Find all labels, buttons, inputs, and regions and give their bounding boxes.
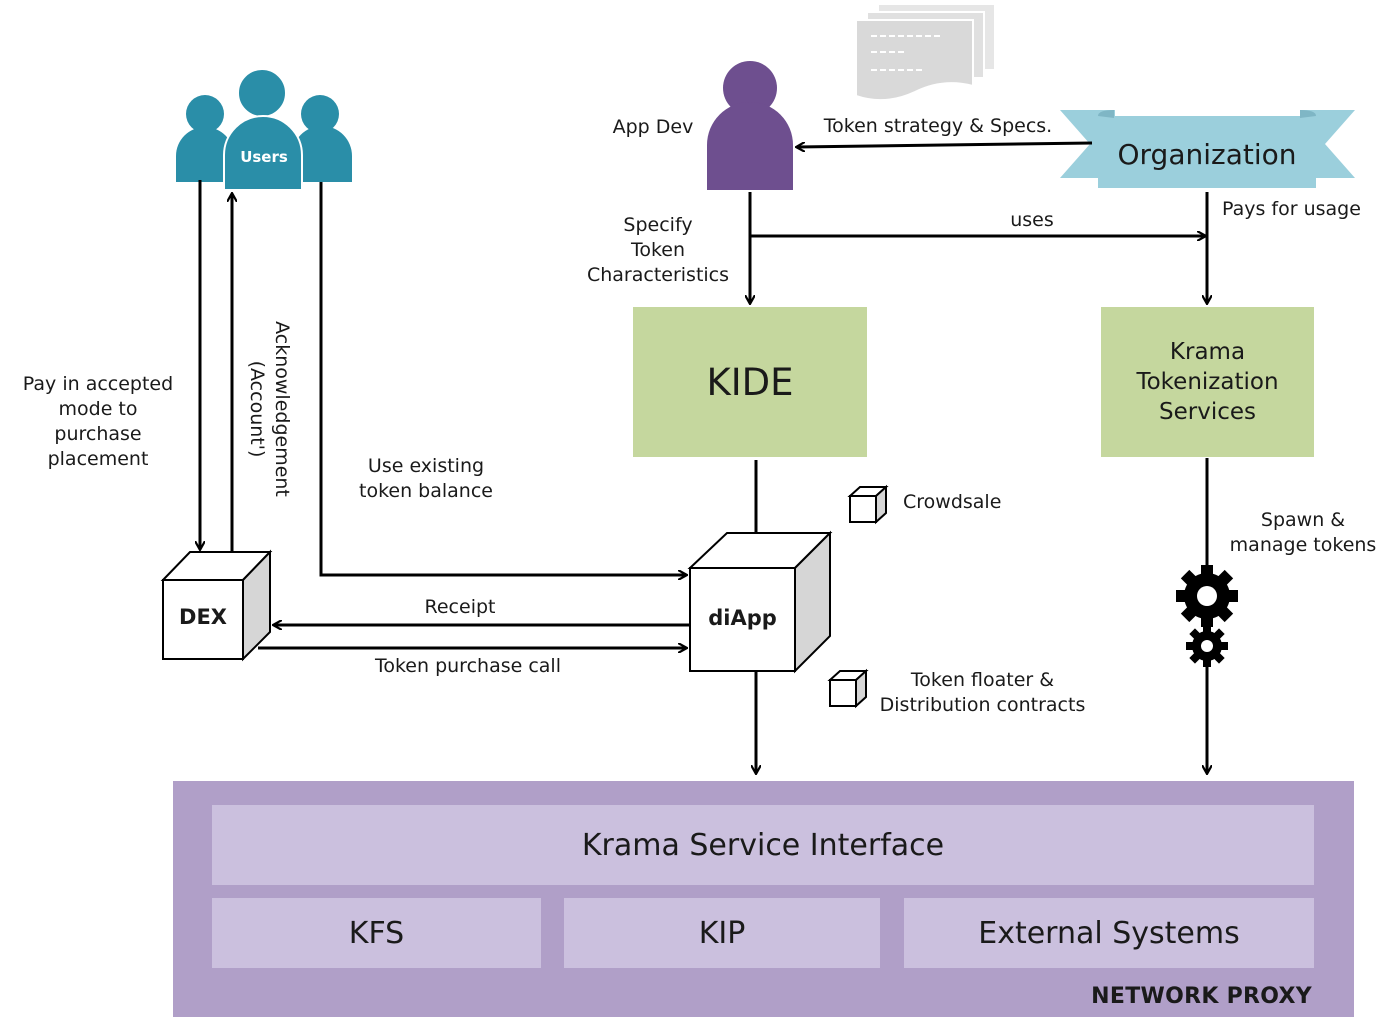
dex-cube (160, 549, 273, 662)
pays-for-usage-label: Pays for usage (1222, 198, 1361, 220)
connectors (200, 141, 1207, 773)
receipt-label: Receipt (424, 596, 496, 618)
users-icon (176, 68, 352, 191)
kts-label-line2: Tokenization (1136, 369, 1279, 395)
krama-service-interface-box: Krama Service Interface (212, 805, 1314, 885)
kfs-box: KFS (212, 898, 541, 968)
token-floater-label: Token floater & Distribution contracts (870, 668, 1095, 718)
kts-label-line3: Services (1159, 399, 1256, 425)
crowdsale-cube-icon (847, 484, 889, 525)
kip-label: KIP (698, 915, 746, 951)
pay-in-accepted-line3: purchase (54, 423, 142, 445)
acknowledgement-line1: Acknowledgement (271, 321, 293, 497)
pay-in-accepted-line1: Pay in accepted (22, 373, 174, 395)
token-floater-cube-icon (827, 668, 869, 709)
specify-token-line3: Characteristics (586, 264, 730, 286)
dex-label: DEX (179, 605, 227, 629)
document-stack-icon (855, 3, 996, 102)
token-floater-line2: Distribution contracts (879, 694, 1086, 716)
app-dev-icon (707, 61, 793, 190)
kide-label: KIDE (706, 360, 794, 404)
kide-box: KIDE (633, 307, 867, 457)
use-existing-line1: Use existing (367, 455, 485, 477)
external-systems-box: External Systems (904, 898, 1314, 968)
acknowledgement-label: Acknowledgement (Account') (244, 314, 294, 504)
pay-in-accepted-label: Pay in accepted mode to purchase placeme… (18, 372, 178, 472)
token-purchase-call-label: Token purchase call (374, 655, 561, 677)
spawn-manage-line2: manage tokens (1229, 534, 1377, 556)
external-systems-label: External Systems (978, 915, 1240, 951)
specify-token-line1: Specify (623, 214, 693, 236)
token-strategy-label: Token strategy & Specs. (823, 115, 1053, 137)
use-existing-line2: token balance (359, 480, 493, 502)
token-floater-line1: Token floater & (910, 669, 1055, 691)
specify-token-line2: Token (630, 239, 686, 261)
organization-label: Organization (1117, 138, 1297, 171)
edge-org-to-appdev (797, 141, 1093, 147)
use-existing-label: Use existing token balance (345, 454, 507, 504)
users-label: Users (240, 148, 288, 166)
kts-label-line1: Krama (1169, 339, 1246, 365)
app-dev-label: App Dev (612, 116, 694, 138)
network-proxy-title: NETWORK PROXY (1091, 984, 1312, 1009)
network-proxy: Krama Service Interface KFS KIP External… (173, 781, 1354, 1017)
organization-banner (1060, 110, 1355, 188)
specify-token-label: Specify Token Characteristics (583, 213, 733, 288)
uses-label: uses (1010, 209, 1054, 231)
pay-in-accepted-line2: mode to (58, 398, 138, 420)
kip-box: KIP (564, 898, 880, 968)
crowdsale-label: Crowdsale (903, 491, 1002, 513)
edge-users-to-diapp (319, 182, 686, 575)
krama-tokenization-box: Krama Tokenization Services (1101, 307, 1314, 457)
diapp-label: diApp (708, 606, 777, 630)
pay-in-accepted-line4: placement (47, 448, 149, 470)
kfs-label: KFS (348, 915, 405, 951)
diapp-cube (687, 530, 833, 674)
spawn-manage-line1: Spawn & (1260, 509, 1346, 531)
gear-icon (1176, 565, 1238, 667)
spawn-manage-label: Spawn & manage tokens (1227, 508, 1379, 558)
acknowledgement-line2: (Account') (246, 360, 268, 458)
krama-service-interface-label: Krama Service Interface (581, 827, 945, 863)
